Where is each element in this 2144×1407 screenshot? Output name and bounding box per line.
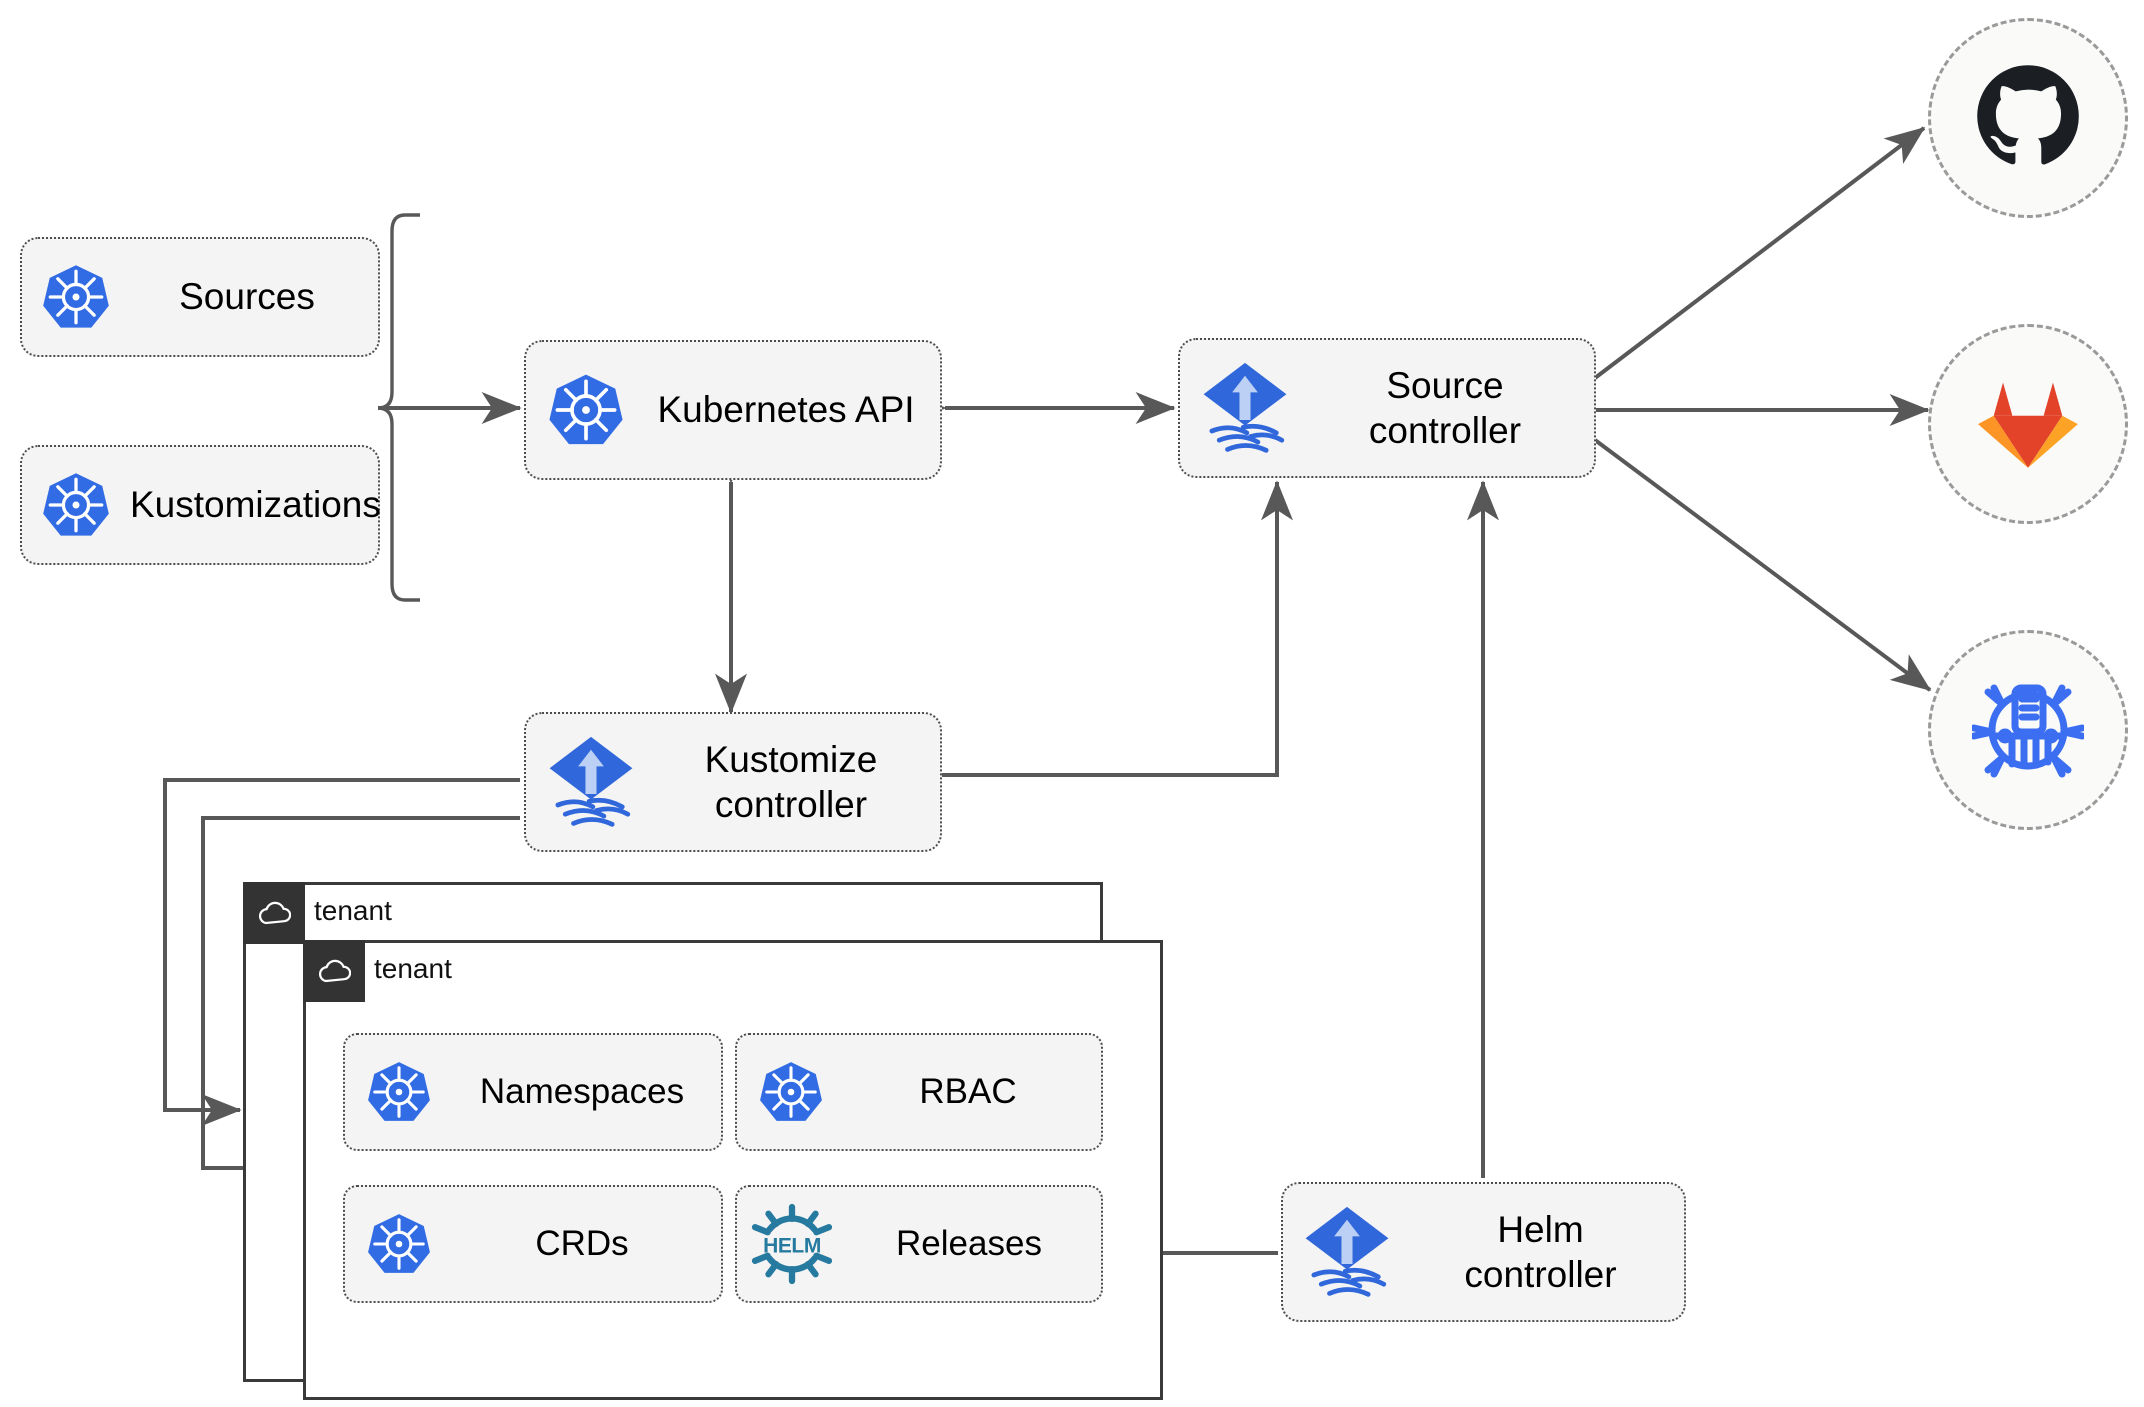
kustomize-controller-line-2: controller <box>714 784 868 825</box>
endpoint-container-registry[interactable] <box>1928 630 2128 830</box>
kubernetes-icon <box>737 1059 845 1125</box>
helm-icon: HELM <box>737 1202 847 1286</box>
kubernetes-icon <box>345 1211 453 1277</box>
node-helm-controller-label: Helm controller <box>1411 1207 1684 1297</box>
resource-crds[interactable]: CRDs <box>343 1185 723 1303</box>
kustomize-controller-line-1: Kustomize <box>704 738 878 780</box>
node-helm-controller[interactable]: Helm controller <box>1281 1182 1686 1322</box>
kubernetes-icon <box>526 371 646 449</box>
helm-controller-line-1: Helm <box>1497 1208 1584 1250</box>
resource-releases[interactable]: HELM Releases <box>735 1185 1103 1303</box>
source-controller-line-2: controller <box>1368 410 1522 451</box>
resource-rbac[interactable]: RBAC <box>735 1033 1103 1151</box>
flux-icon <box>1283 1203 1411 1301</box>
node-source-controller-label: Source controller <box>1310 363 1594 453</box>
grouping-brace <box>377 213 420 602</box>
flux-icon <box>526 733 656 831</box>
resource-namespaces[interactable]: Namespaces <box>343 1033 723 1151</box>
helm-registry-icon <box>1970 674 2086 787</box>
source-controller-line-1: Source <box>1386 364 1504 406</box>
resource-releases-label: Releases <box>896 1224 1042 1263</box>
helm-controller-line-2: controller <box>1464 1254 1617 1295</box>
wire-kustomize-controller-source-controller <box>940 480 1293 777</box>
wire-source-controller-registry <box>1593 438 1932 692</box>
svg-text:HELM: HELM <box>763 1234 821 1257</box>
flux-icon <box>1180 359 1310 457</box>
node-source-controller[interactable]: Source controller <box>1178 338 1596 478</box>
node-kubernetes-api[interactable]: Kubernetes API <box>524 340 942 480</box>
tenant-tab-inner <box>303 940 365 1002</box>
tenant-label-outer: tenant <box>314 895 392 926</box>
node-kustomizations-label: Kustomizations <box>130 484 381 526</box>
github-icon <box>1975 63 2081 174</box>
endpoint-gitlab[interactable] <box>1928 324 2128 524</box>
node-kustomizations[interactable]: Kustomizations <box>20 445 381 565</box>
gitlab-icon <box>1976 372 2080 477</box>
kubernetes-icon <box>22 262 130 332</box>
resource-crds-label: CRDs <box>535 1224 629 1263</box>
resource-rbac-label: RBAC <box>919 1072 1017 1111</box>
wire-source-controller-github <box>1593 126 1926 380</box>
kubernetes-icon <box>345 1059 453 1125</box>
node-kustomize-controller[interactable]: Kustomize controller <box>524 712 942 852</box>
endpoint-github[interactable] <box>1928 18 2128 218</box>
node-sources[interactable]: Sources <box>20 237 380 357</box>
tenant-tab-outer <box>243 882 305 944</box>
tenant-label-inner: tenant <box>374 953 452 984</box>
resource-namespaces-label: Namespaces <box>479 1072 685 1111</box>
node-kubernetes-api-label: Kubernetes API <box>657 389 915 431</box>
node-kustomize-controller-label: Kustomize controller <box>656 737 940 827</box>
tenant-container-inner[interactable]: tenant <box>303 940 1163 1400</box>
kubernetes-icon <box>22 470 130 540</box>
node-sources-label: Sources <box>179 276 315 318</box>
